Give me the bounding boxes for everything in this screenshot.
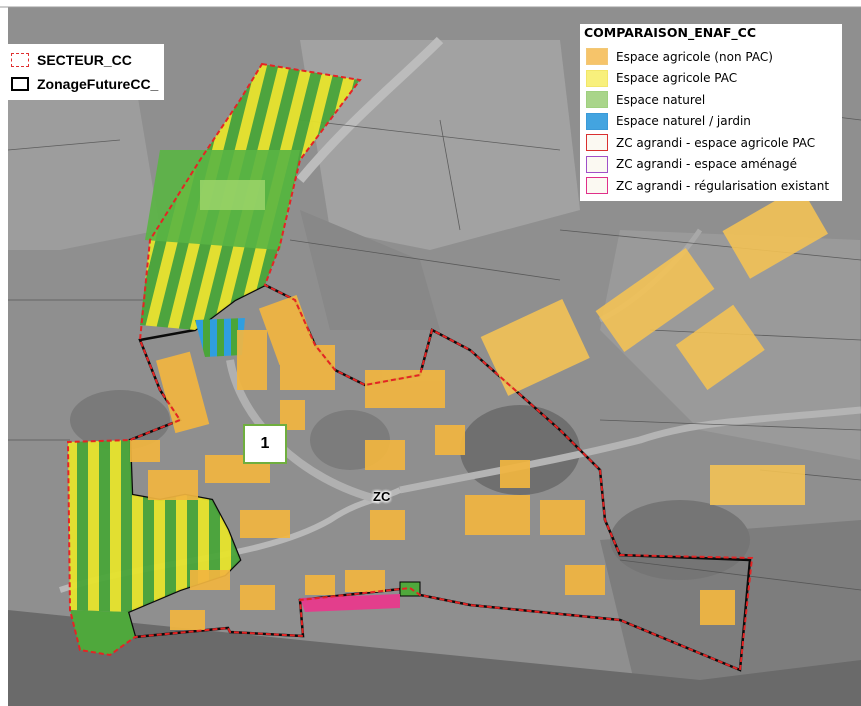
legend-item-secteur-cc[interactable]: SECTEUR_CC [11, 48, 158, 72]
parcel-garden-blue [195, 318, 245, 357]
legend-label: Espace agricole PAC [616, 71, 738, 86]
legend-comparaison: COMPARAISON_ENAF_CC Espace agricole (non… [580, 24, 842, 201]
zone-code-label: ZC [373, 489, 391, 504]
legend-layers: SECTEUR_CC ZonageFutureCC_ [7, 44, 165, 100]
legend-item[interactable]: Espace agricole PAC [580, 68, 842, 90]
swatch-zc-amenage-icon [586, 155, 608, 173]
swatch-jardin-icon [586, 112, 608, 130]
legend-label: ZC agrandi - espace aménagé [616, 157, 797, 172]
legend-item[interactable]: Espace naturel / jardin [580, 111, 842, 133]
legend-item[interactable]: ZC agrandi - espace agricole PAC [580, 132, 842, 154]
legend-label: ZC agrandi - régularisation existant [616, 178, 830, 193]
legend-item[interactable]: ZC agrandi - espace aménagé [580, 154, 842, 176]
legend-label: ZC agrandi - espace agricole PAC [616, 135, 816, 150]
legend-label: SECTEUR_CC [37, 52, 132, 68]
legend-item-zonage-future[interactable]: ZonageFutureCC_ [11, 72, 158, 96]
legend-item[interactable]: ZC agrandi - régularisation existant [580, 175, 842, 197]
parcel-regularisation [300, 594, 400, 612]
secteur-cc-outline [66, 62, 754, 672]
zone-number-label: 1 [243, 424, 287, 464]
swatch-zc-regularisation-icon [586, 177, 608, 195]
parcel-pac-west [68, 440, 240, 612]
swatch-agricole-non-pac-icon [586, 48, 608, 66]
dashed-red-box-icon [11, 53, 29, 67]
black-box-icon [11, 77, 29, 91]
buildings-large [480, 186, 828, 505]
legend-item[interactable]: Espace agricole (non PAC) [580, 46, 842, 68]
parcel-naturel-north [145, 150, 300, 250]
legend-label: ZonageFutureCC_ [37, 76, 159, 92]
legend-label: Espace agricole (non PAC) [616, 49, 773, 64]
parcel-naturel-southwest [70, 610, 135, 655]
legend-label: Espace naturel [616, 92, 706, 107]
swatch-agricole-pac-icon [586, 69, 608, 87]
legend-item[interactable]: Espace naturel [580, 89, 842, 111]
legend-title: COMPARAISON_ENAF_CC [584, 25, 757, 40]
swatch-zc-pac-icon [586, 134, 608, 152]
swatch-naturel-icon [586, 91, 608, 109]
legend-label: Espace naturel / jardin [616, 114, 751, 129]
